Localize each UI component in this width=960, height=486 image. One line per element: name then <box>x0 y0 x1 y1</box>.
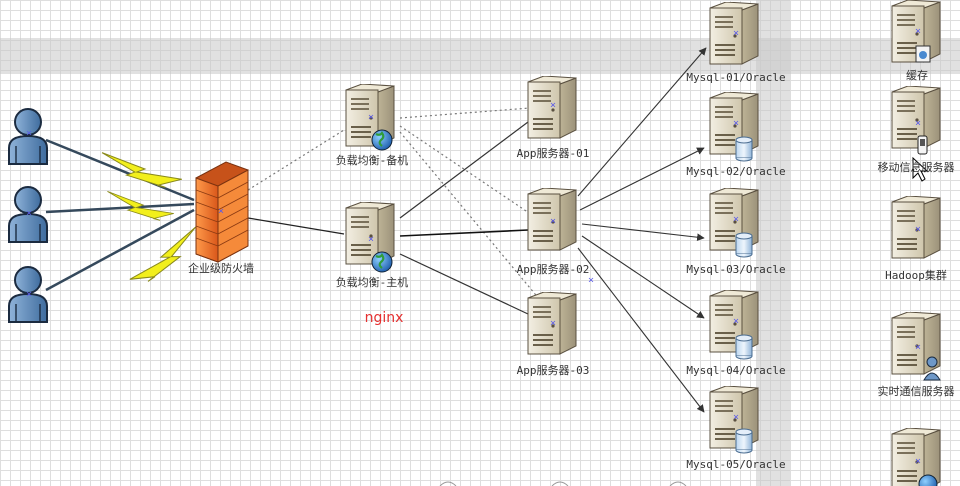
globe-icon <box>918 474 938 486</box>
selection-marker: × <box>732 214 740 225</box>
selection-marker: × <box>914 224 922 235</box>
label-mysql-04: Mysql-04/Oracle <box>686 364 786 377</box>
link-firewall-lb-backup <box>247 129 345 191</box>
label-app-01: App服务器-01 <box>516 147 590 160</box>
user-badge-icon <box>923 356 941 381</box>
lightning-icon <box>120 226 209 288</box>
label-hadoop: Hadoop集群 <box>885 269 947 282</box>
cursor-icon <box>912 156 929 182</box>
selection-marker: × <box>367 112 375 123</box>
label-cache: 缓存 <box>906 69 928 82</box>
globe-icon <box>371 251 393 273</box>
lightning-icon <box>101 152 183 188</box>
selection-marker: × <box>587 275 595 286</box>
label-firewall: 企业级防火墙 <box>188 262 254 275</box>
selection-marker: × <box>549 100 557 111</box>
selection-marker: × <box>549 216 557 227</box>
label-mysql-03: Mysql-03/Oracle <box>686 263 786 276</box>
selection-marker: × <box>914 342 922 353</box>
label-lb-backup: 负载均衡-备机 <box>335 154 409 167</box>
selection-marker: × <box>914 26 922 37</box>
grey-band-vertical <box>756 0 790 486</box>
selection-marker: × <box>217 206 225 217</box>
mobile-device-icon <box>917 135 928 155</box>
partial-shapes-bottom <box>439 481 687 486</box>
selection-marker: × <box>732 316 740 327</box>
selection-marker: × <box>914 456 922 467</box>
selection-marker: × <box>732 412 740 423</box>
selection-marker: × <box>732 28 740 39</box>
selection-marker: × <box>25 128 33 139</box>
selection-marker: × <box>25 289 33 300</box>
selection-marker: × <box>25 208 33 219</box>
label-app-03: App服务器-03 <box>516 364 590 377</box>
link-firewall-lb-main <box>247 217 345 235</box>
cache-badge-icon <box>915 45 931 63</box>
label-mysql-01: Mysql-01/Oracle <box>686 71 786 84</box>
selection-marker: × <box>367 234 375 245</box>
label-realtime-server: 实时通信服务器 <box>877 385 955 398</box>
database-icon <box>735 136 753 454</box>
app-mysql-links <box>577 47 707 413</box>
label-nginx: nginx <box>364 310 404 326</box>
user-firewall-links <box>45 138 209 292</box>
firewall-icon <box>195 161 249 263</box>
selection-marker: × <box>549 318 557 329</box>
label-mysql-05: Mysql-05/Oracle <box>686 458 786 471</box>
label-app-02: App服务器-02 <box>516 263 590 276</box>
label-mysql-02: Mysql-02/Oracle <box>686 165 786 178</box>
label-lb-main: 负载均衡-主机 <box>335 276 409 289</box>
selection-marker: × <box>914 118 922 129</box>
label-mobile-server: 移动信息服务器 <box>877 161 955 174</box>
selection-marker: × <box>732 118 740 129</box>
grey-band-horizontal <box>0 38 960 74</box>
globe-icon <box>371 129 393 151</box>
